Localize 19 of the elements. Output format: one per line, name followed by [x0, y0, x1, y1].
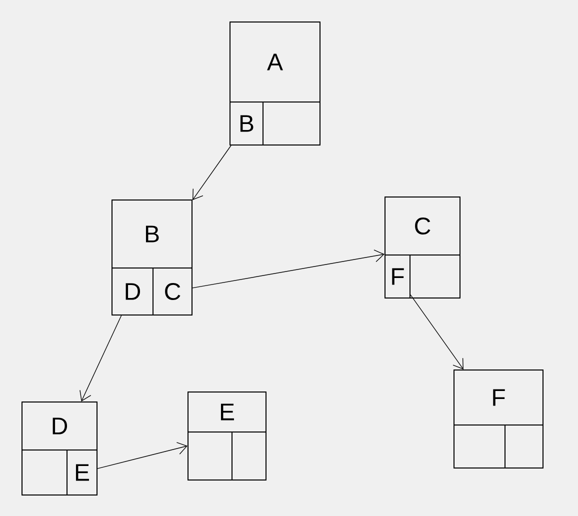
empty-cell: [232, 431, 266, 480]
arrow: [80, 315, 122, 402]
empty-cell: [262, 102, 320, 146]
record-box: F: [454, 369, 544, 468]
empty-cell: [454, 424, 506, 468]
empty-cell: [22, 449, 68, 496]
empty-cell: [410, 254, 460, 298]
arrow: [192, 250, 384, 288]
pointer-cell: C: [152, 267, 192, 316]
empty-cell: [188, 431, 232, 480]
arrow: [192, 145, 232, 200]
pointer-cell: B: [230, 102, 264, 146]
empty-cell: [504, 424, 544, 468]
pointer-cell: D: [112, 267, 154, 316]
arrow: [97, 442, 188, 469]
arrow: [410, 294, 464, 370]
record-box: E: [188, 391, 266, 480]
pointer-cell: E: [66, 449, 98, 496]
pointer-cell: F: [384, 254, 410, 298]
